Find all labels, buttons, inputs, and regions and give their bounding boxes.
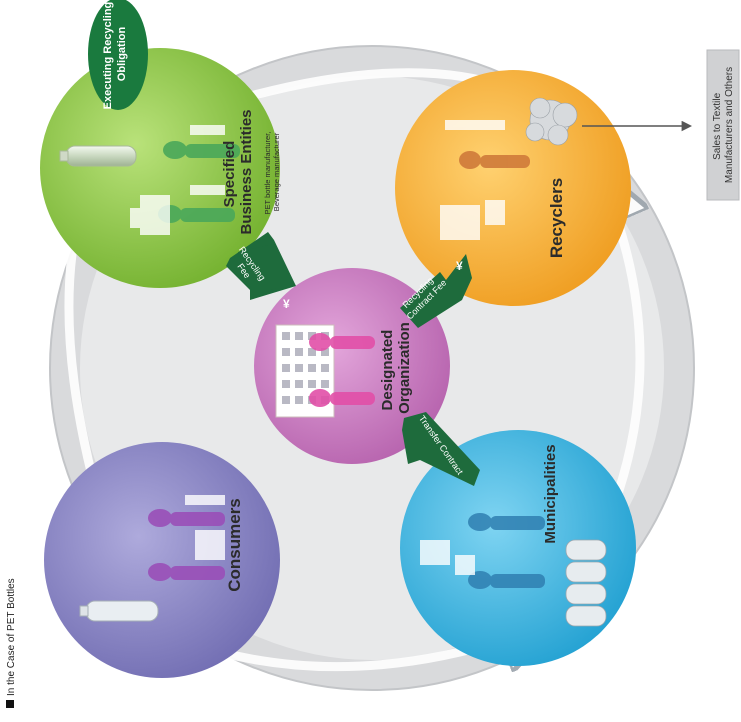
sales-line-2: Manufacturers and Others bbox=[724, 67, 735, 183]
bottle-bags-icon bbox=[565, 539, 607, 627]
pet-bottle-icon bbox=[79, 600, 159, 622]
sales-box: Sales to Textile Manufacturers and Other… bbox=[706, 49, 740, 201]
title-consumers: Consumers bbox=[225, 498, 244, 592]
sales-line-1: Sales to Textile bbox=[712, 92, 723, 160]
caption: In the Case of PET Bottles bbox=[6, 578, 17, 708]
svg-text:Executing Recycling Obli: Executing Recycling Obligation bbox=[102, 0, 128, 109]
yen-icon: ¥ bbox=[456, 259, 463, 273]
yen-icon: ¥ bbox=[283, 297, 290, 311]
obligation-line-2: Obligation bbox=[116, 27, 128, 82]
title-specified-business-entities: Specified Business Entities bbox=[221, 109, 255, 234]
obligation-oval: Executing Recycling Obligation bbox=[88, 0, 148, 110]
svg-text:Sales to Textile Manufac: Sales to Textile Manufacturers and Other… bbox=[712, 67, 735, 183]
node-recyclers bbox=[395, 70, 631, 306]
flow-recycling-fee: Recycling Fee ¥ bbox=[226, 232, 296, 311]
title-municipalities: Municipalities bbox=[542, 444, 559, 543]
title-recyclers: Recyclers bbox=[547, 178, 566, 258]
subtitle-specified-business-entities: PET bottle manufacturer, Beverage manufa… bbox=[263, 130, 281, 215]
svg-text:In the Case of PET Bottles: In the Case of PET Bottles bbox=[6, 578, 17, 696]
node-designated-organization bbox=[254, 268, 450, 464]
pet-flakes-icon bbox=[525, 97, 578, 146]
node-consumers bbox=[44, 442, 280, 678]
title-designated-organization: Designated Organization bbox=[379, 322, 413, 414]
pet-bottle-icon bbox=[59, 145, 137, 167]
node-municipalities bbox=[400, 430, 636, 666]
obligation-line-1: Executing Recycling bbox=[102, 2, 114, 110]
node-specified-business-entities bbox=[40, 48, 280, 288]
